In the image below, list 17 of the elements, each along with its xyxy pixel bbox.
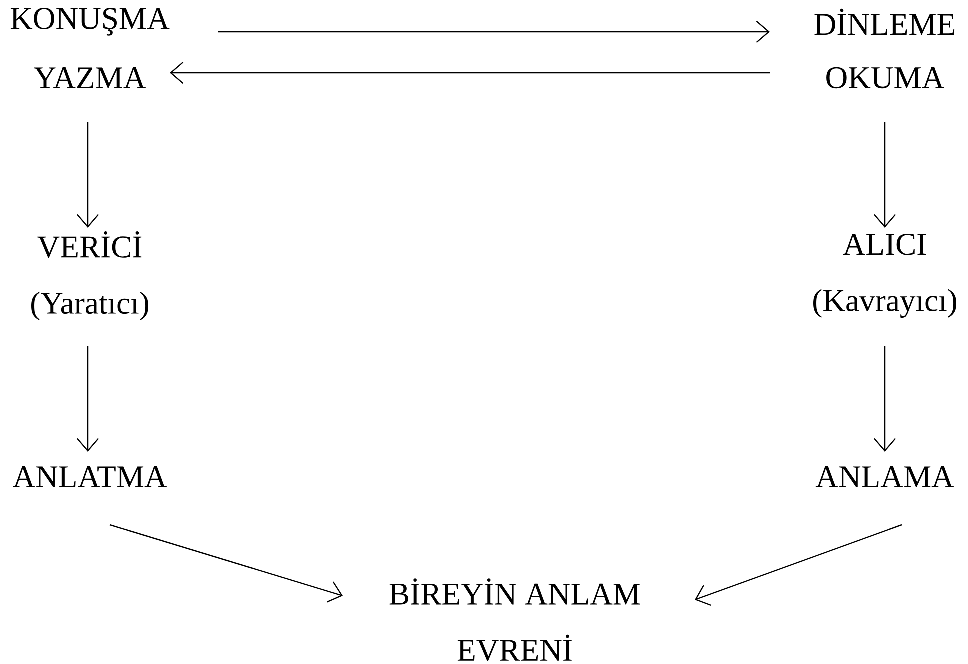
node-label: ANLATMA [13,466,168,488]
node-label: OKUMA [826,67,944,89]
arrow [695,524,902,606]
node-label: BİREYİN ANLAM EVRENİ [390,578,640,662]
node-label: KONUŞMA [10,8,170,36]
arrow [218,21,770,44]
node-label: ANLAMA [816,466,954,488]
node-label: DİNLEME [814,8,955,36]
node-label: VERİCİ (Yaratıcı) [32,231,149,321]
node-label: ALICI (Kavrayıcı) [814,234,956,318]
arrow [874,122,896,228]
arrow [874,346,896,452]
node-label: YAZMA [34,68,146,88]
arrow [77,346,100,452]
arrow [77,122,100,228]
arrow [110,524,343,603]
arrow [170,62,770,84]
